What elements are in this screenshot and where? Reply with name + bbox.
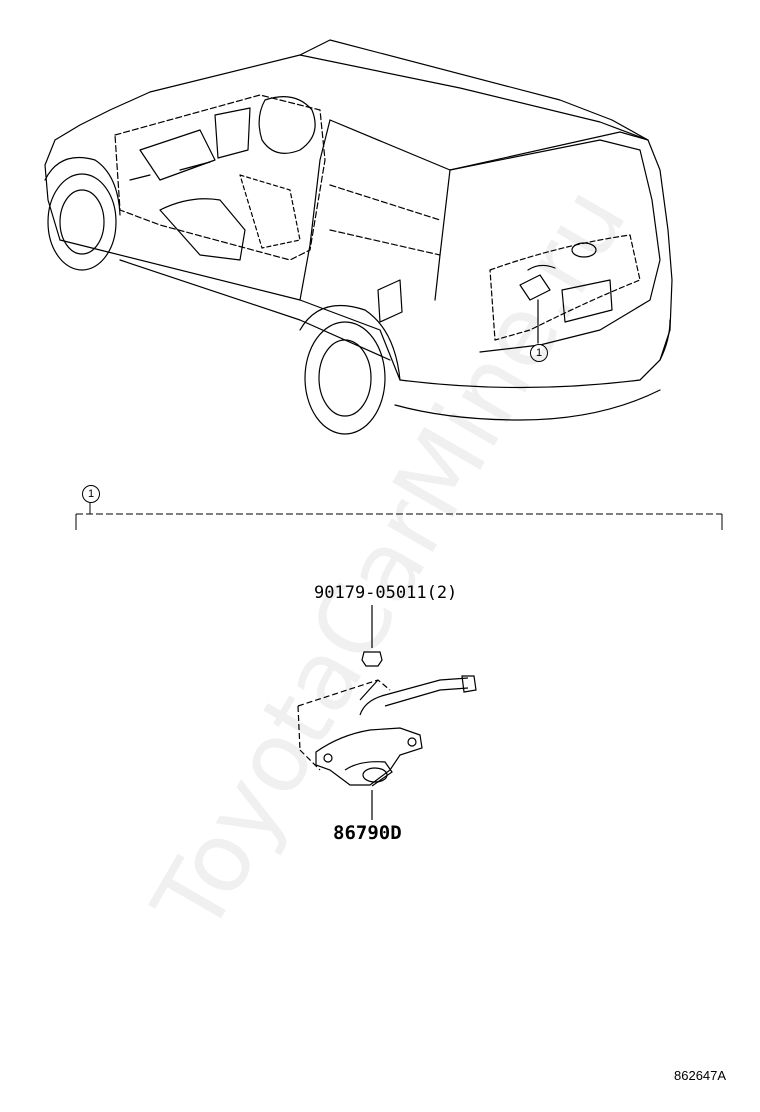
part-number-camera[interactable]: 86790D — [333, 822, 402, 844]
bolt-part — [361, 605, 383, 667]
camera-part — [297, 675, 477, 820]
callout-marker-vehicle: 1 — [530, 344, 548, 362]
part-number-bolt[interactable]: 90179-05011(2) — [314, 583, 458, 603]
callout-marker-bracket: 1 — [82, 485, 100, 503]
drawing-code: 862647A — [674, 1068, 727, 1083]
